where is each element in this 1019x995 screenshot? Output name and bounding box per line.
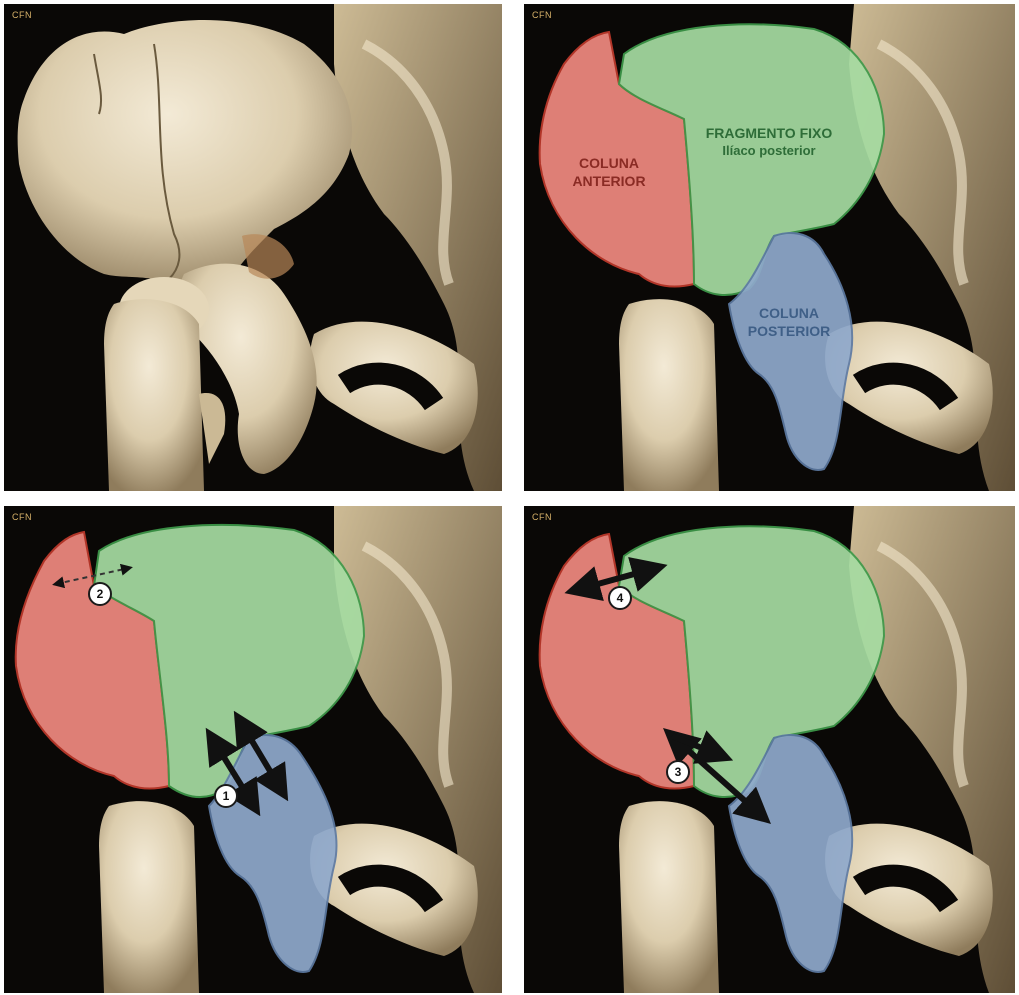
ct-pelvis-arrows-3-4 — [524, 506, 1015, 993]
panel-columns-labeled: CFN COLUNA ANTERIOR FRAGMENTO FIXO Ilíac… — [524, 4, 1015, 491]
ct-pelvis-segmented — [524, 4, 1015, 491]
ct-pelvis-arrows-1-2 — [4, 506, 502, 993]
panel-ct-original: CFN — [4, 4, 502, 491]
label-coluna-posterior: COLUNA POSTERIOR — [734, 304, 844, 340]
corner-tag: CFN — [532, 10, 552, 20]
panel-marker-1-2: CFN 2 1 — [4, 506, 502, 993]
marker-3: 3 — [666, 760, 690, 784]
marker-1: 1 — [214, 784, 238, 808]
label-fragmento-fixo: FRAGMENTO FIXO Ilíaco posterior — [674, 124, 864, 160]
marker-2: 2 — [88, 582, 112, 606]
corner-tag: CFN — [532, 512, 552, 522]
ct-pelvis-render — [4, 4, 502, 491]
corner-tag: CFN — [12, 10, 32, 20]
corner-tag: CFN — [12, 512, 32, 522]
marker-4: 4 — [608, 586, 632, 610]
label-coluna-anterior: COLUNA ANTERIOR — [554, 154, 664, 190]
panel-marker-3-4: CFN 4 3 — [524, 506, 1015, 993]
